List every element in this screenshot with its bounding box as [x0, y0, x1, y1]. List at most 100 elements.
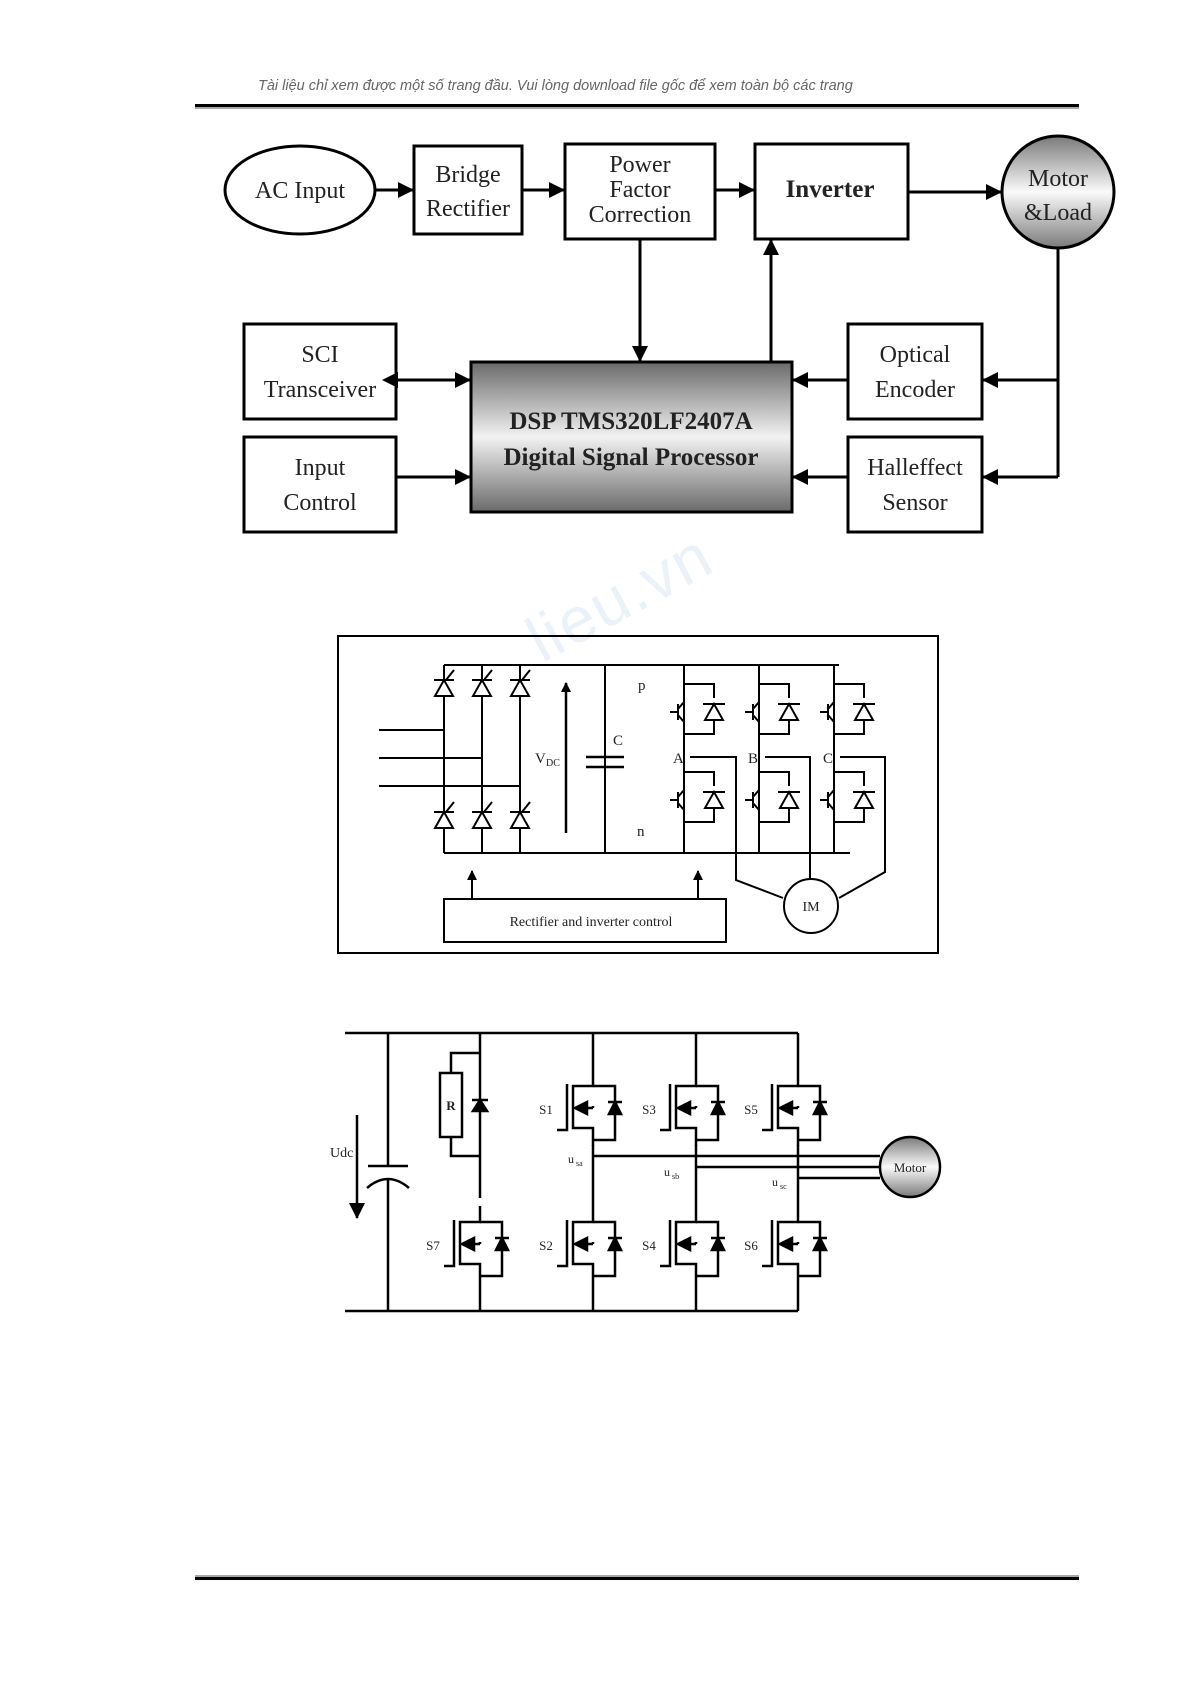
brake-diode: [470, 1097, 490, 1113]
bridge-rectifier-label-1: Bridge: [435, 162, 500, 188]
mosfet-switch-icon: S7: [426, 1206, 511, 1282]
usc-label: u: [772, 1175, 778, 1189]
switch-label: S1: [539, 1102, 553, 1117]
usb-label: u: [664, 1165, 670, 1179]
dsp-block: DSP TMS320LF2407A Digital Signal Process…: [469, 360, 794, 514]
control-label: Rectifier and inverter control: [510, 915, 673, 930]
thyristor-triangle: [471, 809, 493, 829]
mosfet-body-diode: [811, 1099, 829, 1116]
optical-encoder-label-2: Encoder: [875, 377, 955, 403]
phase-b-wire: [765, 756, 811, 880]
thyristor-gate: [521, 669, 531, 681]
fig3-motor: [878, 1135, 942, 1199]
mosfet-channel: [776, 1206, 800, 1282]
sci-transceiver-block: SCI Transceiver: [242, 322, 398, 421]
mosfet-gate: [762, 1220, 774, 1268]
halleffect-sensor-block: Halleffect Sensor: [846, 435, 984, 534]
rectifier-bridge: [433, 665, 531, 853]
thyristor-gate: [521, 801, 531, 813]
mosfet-switch-icon: S2: [539, 1206, 624, 1282]
sci-label-2: Transceiver: [264, 377, 376, 403]
optical-encoder-label-1: Optical: [880, 342, 951, 368]
thyristor-gate: [445, 801, 455, 813]
figure1-connectors: [376, 182, 1060, 485]
mosfet-arrow: [572, 1099, 589, 1117]
usc-subscript: sc: [780, 1182, 787, 1191]
phase-b-label: B: [748, 751, 758, 767]
transistor-collector: [677, 789, 685, 798]
pfc-block: Power Factor Correction: [563, 142, 717, 241]
diode-triangle: [703, 789, 725, 809]
thyristor-icon: [471, 801, 493, 829]
mosfet-body-diode: [811, 1235, 829, 1252]
mosfet-body-diode: [606, 1099, 624, 1116]
halleffect-label-1: Halleffect: [867, 455, 963, 481]
switch-label: S5: [744, 1102, 758, 1117]
diode-lead-bottom: [684, 720, 715, 735]
switch-label: S7: [426, 1238, 440, 1253]
fig3-motor-label: Motor: [894, 1160, 927, 1175]
phase-c-label: C: [823, 751, 833, 767]
thyristor-icon: [433, 669, 455, 697]
mosfet-channel: [776, 1070, 800, 1146]
igbt-with-diode-icon: [820, 683, 875, 735]
diode-lead-top: [759, 771, 790, 786]
r-lead-top: [449, 1051, 480, 1073]
footer-rule: [195, 1577, 1079, 1580]
igbt-with-diode-icon: [745, 771, 800, 823]
mosfet-gate: [557, 1084, 569, 1132]
phase-a-wire: [690, 756, 784, 899]
transistor-collector: [752, 701, 760, 710]
capacitor-label: C: [613, 733, 623, 749]
phase-c-wire: [838, 756, 886, 899]
mosfet-body-diode: [709, 1099, 727, 1116]
phase-a-label: A: [673, 751, 684, 767]
diode-triangle: [778, 789, 800, 809]
diode-lead-bottom: [759, 720, 790, 735]
thyristor-triangle: [433, 809, 455, 829]
igbt-with-diode-icon: [820, 771, 875, 823]
mosfet-gate: [762, 1084, 774, 1132]
usa-label: u: [568, 1152, 574, 1166]
diode-lead-top: [684, 683, 715, 698]
mosfet-body-diode: [709, 1235, 727, 1252]
diode-lead-bottom: [684, 808, 715, 823]
n-label: n: [637, 824, 645, 840]
mosfet-channel: [674, 1070, 698, 1146]
motor-load-label-2: &Load: [1024, 200, 1092, 226]
diode-lead-top: [684, 771, 715, 786]
thyristor-icon: [433, 801, 455, 829]
figure1-block-diagram: AC Input Bridge Rectifier Power Factor C…: [223, 134, 1116, 534]
input-control-label-1: Input: [295, 455, 346, 481]
thyristor-triangle: [433, 677, 455, 697]
header-rule: [195, 104, 1079, 107]
mosfet-arrow: [675, 1235, 692, 1253]
pfc-label-2: Factor: [609, 177, 670, 203]
mosfet-channel: [571, 1070, 595, 1146]
ac-input-label: AC Input: [255, 178, 345, 204]
transistor-emitter: [827, 714, 835, 723]
mosfet-switch-icon: S5: [744, 1070, 829, 1146]
mosfet-arrow: [572, 1235, 589, 1253]
thyristor-gate: [445, 669, 455, 681]
vdc-subscript: DC: [546, 758, 560, 769]
diode-triangle: [778, 701, 800, 721]
input-control-block: Input Control: [242, 435, 398, 534]
diode-lead-top: [834, 683, 865, 698]
mosfet-gate: [444, 1220, 456, 1268]
halleffect-label-2: Sensor: [882, 490, 947, 516]
bridge-rectifier-label-2: Rectifier: [426, 196, 510, 222]
bridge-rectifier-block: Bridge Rectifier: [412, 144, 524, 236]
inverter-block: Inverter: [753, 142, 910, 241]
transistor-collector: [677, 701, 685, 710]
dsp-label-2: Digital Signal Processor: [503, 444, 758, 471]
ac-input-node: AC Input: [223, 144, 377, 236]
vdc-label: V: [535, 751, 546, 767]
transistor-emitter: [827, 802, 835, 811]
diode-lead-bottom: [759, 808, 790, 823]
inverter-legs: [670, 665, 875, 853]
mosfet-channel: [458, 1206, 482, 1282]
transistor-emitter: [677, 714, 685, 723]
